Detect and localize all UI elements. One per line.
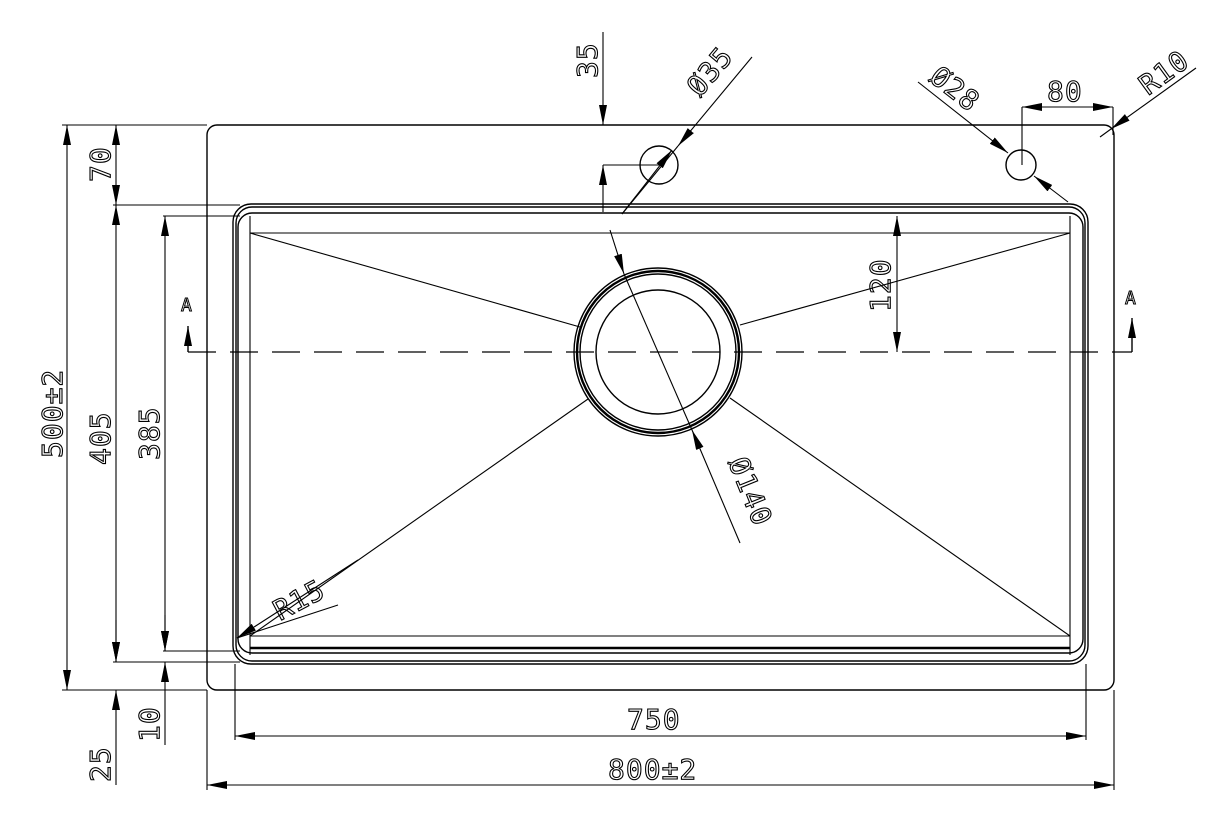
dim-overall-width — [206, 690, 1115, 790]
label-secondary-hole-diameter: Ø28 — [924, 60, 987, 119]
dim-bowl-width — [234, 664, 1087, 740]
bowl-outline — [232, 203, 1089, 665]
label-bowl-width: 750 — [627, 703, 681, 736]
label-bowl-radius: R15 — [268, 573, 331, 627]
dim-secondary-offset-80 — [1021, 103, 1114, 165]
label-secondary-offset: 80 — [1047, 75, 1083, 108]
dim-overall-depth — [62, 124, 207, 691]
dim-secondary-hole-28 — [917, 81, 1069, 203]
label-deck-radius: R10 — [1133, 43, 1196, 101]
section-line-a-a — [184, 318, 1136, 353]
dim-tap-offset-35 — [599, 32, 659, 212]
label-overall-depth: 500±2 — [36, 369, 69, 458]
dim-bowl-inner-depth — [161, 215, 240, 652]
section-label-left: A — [181, 295, 192, 316]
bowl-slope-lines — [249, 232, 1071, 637]
label-front-deck: 25 — [84, 746, 117, 782]
label-drain-offset: 120 — [864, 258, 897, 312]
label-front-lip: 10 — [133, 706, 166, 742]
dim-rear-deck — [112, 125, 240, 206]
section-label-right: A — [1125, 288, 1136, 309]
dim-bowl-radius-r15 — [236, 559, 359, 639]
label-overall-width: 800±2 — [608, 753, 697, 786]
label-tap-hole-diameter: Ø35 — [680, 40, 740, 102]
label-bowl-outer-depth: 405 — [84, 411, 117, 465]
label-rear-deck: 70 — [84, 146, 117, 182]
dim-deck-radius-r10 — [1099, 67, 1197, 138]
dim-tap-hole-35 — [621, 56, 753, 215]
sink-deck-outline — [206, 124, 1115, 691]
label-bowl-inner-depth: 385 — [133, 406, 166, 460]
label-tap-offset: 35 — [571, 42, 604, 78]
dim-drain-140 — [609, 229, 741, 544]
secondary-hole-28 — [1005, 149, 1037, 181]
